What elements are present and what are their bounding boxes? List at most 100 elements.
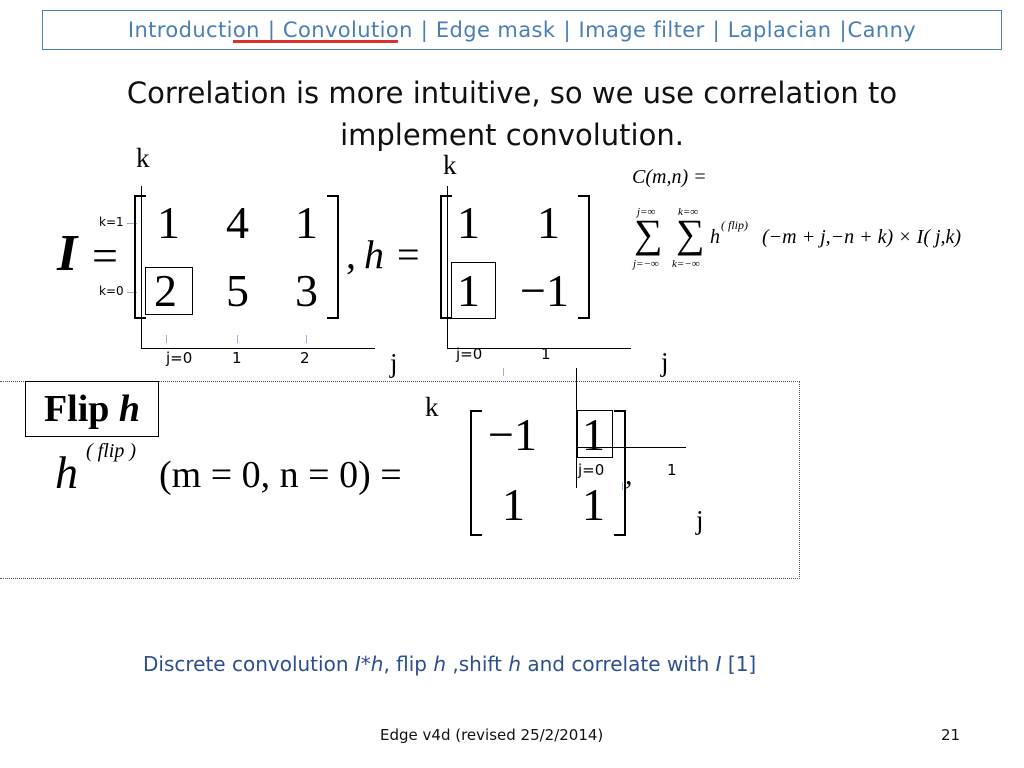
flip-cell: −1 bbox=[488, 409, 537, 460]
nav-separator: | bbox=[712, 18, 720, 42]
matrix-h-k-axis bbox=[447, 186, 448, 349]
matrix-I-k0-tick bbox=[127, 292, 137, 293]
matrix-I-origin-box bbox=[145, 267, 193, 315]
matrix-I-label: I bbox=[57, 225, 78, 282]
matrix-I-j2-tick bbox=[306, 335, 307, 343]
flip-cell: 1 bbox=[582, 409, 605, 460]
matrix-I-left-bracket bbox=[134, 195, 146, 319]
flip-title-var: h bbox=[118, 388, 141, 430]
matrix-h-label: h bbox=[364, 232, 384, 277]
matrix-h-j-axis bbox=[447, 348, 631, 349]
flip-origin-box bbox=[577, 410, 613, 458]
matrix-I-k-axis-label: k bbox=[136, 143, 150, 173]
matrix-I-cell: 3 bbox=[295, 265, 318, 316]
matrix-h-separator: , bbox=[346, 232, 356, 277]
flip-trailing-comma: , bbox=[625, 458, 633, 491]
active-tab-underline bbox=[233, 40, 398, 43]
matrix-h-cell: −1 bbox=[520, 265, 569, 316]
flip-k-axis-label: k bbox=[425, 392, 439, 422]
matrix-I-right-bracket bbox=[327, 195, 339, 319]
matrix-I-k0-label: k=0 bbox=[99, 284, 124, 298]
matrix-I-cell: 5 bbox=[226, 265, 249, 316]
flip-j0-label: j=0 bbox=[578, 461, 605, 479]
page-number: 21 bbox=[941, 726, 961, 744]
caption-part: h bbox=[433, 652, 447, 676]
sum1-bottom: j=−∞ bbox=[633, 258, 659, 270]
nav-introduction[interactable]: Introduction bbox=[127, 18, 260, 42]
caption-part: and correlate with bbox=[521, 652, 716, 676]
caption-part: , flip bbox=[383, 652, 434, 676]
flip-j-axis bbox=[576, 447, 686, 448]
matrix-I-cell: 2 bbox=[154, 265, 177, 316]
matrix-I-j2-label: 2 bbox=[300, 349, 310, 367]
matrix-h-cell: 1 bbox=[537, 197, 560, 248]
flip-tick bbox=[622, 482, 623, 490]
matrix-I-j0-tick bbox=[166, 335, 167, 343]
flip-lhs-args: (m = 0, n = 0) = bbox=[159, 454, 402, 496]
flip-left-bracket bbox=[470, 410, 482, 536]
flip-cell: 1 bbox=[582, 479, 605, 530]
flip-j-axis-label: j bbox=[696, 505, 704, 535]
nav-convolution[interactable]: Convolution bbox=[282, 18, 413, 42]
flip-j1-label: 1 bbox=[667, 461, 677, 479]
matrix-h-equals: = bbox=[397, 232, 420, 277]
matrix-h-j1-label: 1 bbox=[541, 345, 551, 363]
matrix-I-cell: 1 bbox=[157, 197, 180, 248]
caption-part: Discrete convolution bbox=[143, 652, 355, 676]
sum2-symbol: ∑ bbox=[676, 211, 705, 256]
matrix-I-k-axis bbox=[141, 186, 142, 349]
matrix-h-left-bracket bbox=[440, 195, 452, 319]
matrix-h-cell: 1 bbox=[457, 197, 480, 248]
matrix-I-equals: = bbox=[92, 230, 118, 281]
flip-cell: 1 bbox=[502, 479, 525, 530]
matrix-I-j0-label: j=0 bbox=[166, 349, 193, 367]
formula-body-sup: ( flip) bbox=[721, 218, 748, 232]
nav-image-filter[interactable]: Image filter bbox=[578, 18, 705, 42]
nav-separator: | bbox=[267, 18, 275, 42]
nav-separator: | bbox=[563, 18, 571, 42]
matrix-h-j0-label: j=0 bbox=[456, 345, 483, 363]
sum2-bottom: k=−∞ bbox=[672, 258, 700, 270]
flip-title: Flip bbox=[43, 388, 110, 430]
matrix-h-origin-box bbox=[451, 262, 496, 319]
nav-bar: Introduction | Convolution | Edge mask |… bbox=[42, 10, 1002, 50]
matrix-I-j-axis bbox=[141, 348, 375, 349]
flip-right-bracket bbox=[614, 410, 626, 536]
matrix-I-j1-tick bbox=[237, 335, 238, 343]
matrix-h-right-bracket bbox=[578, 195, 590, 319]
nav-edge-mask[interactable]: Edge mask bbox=[435, 18, 556, 42]
matrix-h-j-axis-label: j bbox=[661, 347, 669, 377]
flip-lhs-h: h bbox=[55, 447, 78, 498]
caption-part: h bbox=[508, 652, 521, 676]
caption-part: ,shift bbox=[446, 652, 509, 676]
matrix-h-cell: 1 bbox=[457, 265, 480, 316]
flip-h-title-box: Flip h bbox=[25, 381, 159, 437]
matrix-h-tick bbox=[503, 368, 504, 376]
flip-section-frame bbox=[0, 381, 800, 579]
formula-lhs: C(m,n) = bbox=[632, 166, 707, 188]
flip-lhs-sup: ( flip ) bbox=[86, 440, 136, 462]
matrix-h-k-axis-label: k bbox=[443, 150, 457, 180]
matrix-I-cell: 1 bbox=[295, 197, 318, 248]
slide-footer: Edge v4d (revised 25/2/2014) bbox=[380, 726, 604, 744]
matrix-I-j1-label: 1 bbox=[232, 349, 242, 367]
caption-part: [1] bbox=[721, 652, 757, 676]
caption-part: I*h bbox=[354, 652, 384, 676]
matrix-I-j-axis-label: j bbox=[390, 348, 398, 378]
matrix-I-k1-tick bbox=[127, 223, 137, 224]
nav-canny[interactable]: Canny bbox=[847, 18, 917, 42]
formula-body-h: h bbox=[710, 226, 720, 248]
flip-k-axis bbox=[576, 368, 577, 488]
slide-caption: Discrete convolution I*h, flip h ,shift … bbox=[143, 652, 756, 676]
sum1-symbol: ∑ bbox=[634, 211, 663, 256]
matrix-I-cell: 4 bbox=[226, 197, 249, 248]
sum2-top: k=∞ bbox=[678, 206, 699, 218]
caption-part: I bbox=[715, 652, 722, 676]
nav-separator: | bbox=[839, 18, 847, 42]
matrix-I-k1-label: k=1 bbox=[99, 215, 124, 229]
slide-heading-line1: Correlation is more intuitive, so we use… bbox=[126, 76, 898, 110]
nav-laplacian[interactable]: Laplacian bbox=[727, 18, 832, 42]
slide-heading-line2: implement convolution. bbox=[340, 118, 684, 152]
sum1-top: j=∞ bbox=[637, 206, 656, 218]
nav-separator: | bbox=[420, 18, 428, 42]
